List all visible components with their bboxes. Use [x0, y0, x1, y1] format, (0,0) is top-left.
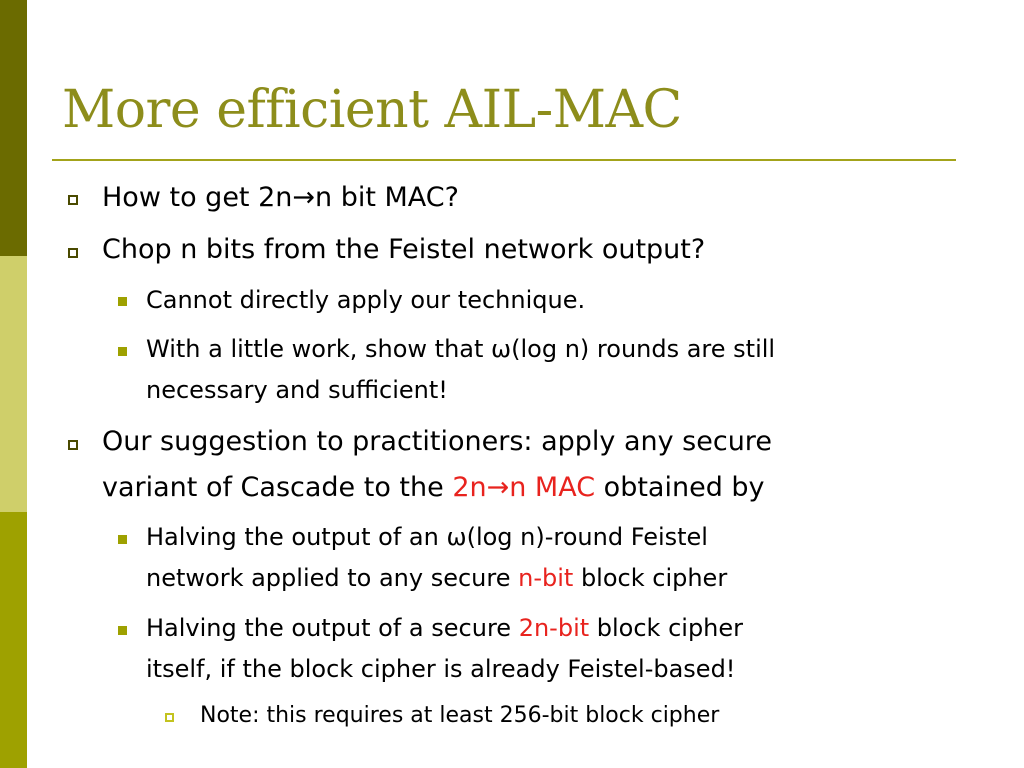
sub-bullet-text-line2: itself, if the block cipher is already F…	[146, 655, 736, 683]
hollow-square-bullet-icon	[165, 713, 174, 722]
filled-square-bullet-icon	[118, 535, 127, 544]
highlight-text: 2n-bit	[518, 614, 590, 642]
text-segment: block cipher	[589, 614, 744, 642]
text-segment: network applied to any secure	[146, 564, 519, 592]
highlight-text: 2n→n MAC	[452, 472, 596, 503]
sub-bullet-text-line1: Halving the output of a secure 2n-bit bl…	[146, 614, 743, 642]
square-bullet-icon	[68, 248, 78, 258]
sub-sub-bullet-text: Note: this requires at least 256-bit blo…	[200, 703, 720, 728]
square-bullet-icon	[68, 440, 78, 450]
sub-bullet-text-line2: necessary and sufficient!	[146, 376, 448, 404]
square-bullet-icon	[68, 195, 78, 205]
bullet-text-line1: Our suggestion to practitioners: apply a…	[102, 426, 772, 457]
sidebar-band-light	[0, 256, 27, 512]
bullet-text-line2: variant of Cascade to the 2n→n MAC obtai…	[102, 472, 765, 503]
text-segment: obtained by	[595, 472, 765, 503]
sub-bullet-text-line1: With a little work, show that ω(log n) r…	[146, 335, 776, 363]
slide-title: More efficient AIL-MAC	[62, 80, 682, 140]
filled-square-bullet-icon	[118, 626, 127, 635]
sidebar-decoration	[0, 0, 27, 768]
filled-square-bullet-icon	[118, 347, 127, 356]
text-segment: block cipher	[573, 564, 728, 592]
sidebar-band-dark	[0, 0, 27, 256]
filled-square-bullet-icon	[118, 297, 127, 306]
bullet-text: How to get 2n→n bit MAC?	[102, 182, 459, 213]
title-divider	[52, 159, 956, 161]
sub-bullet-text-line2: network applied to any secure n-bit bloc…	[146, 564, 727, 592]
sub-bullet-text-line1: Halving the output of an ω(log n)-round …	[146, 523, 708, 551]
sidebar-band-mid	[0, 512, 27, 768]
highlight-text: n-bit	[518, 564, 574, 592]
text-segment: variant of Cascade to the	[102, 472, 453, 503]
text-segment: Halving the output of a secure	[146, 614, 519, 642]
sub-bullet-text: Cannot directly apply our technique.	[146, 286, 586, 314]
bullet-text: Chop n bits from the Feistel network out…	[102, 234, 706, 265]
